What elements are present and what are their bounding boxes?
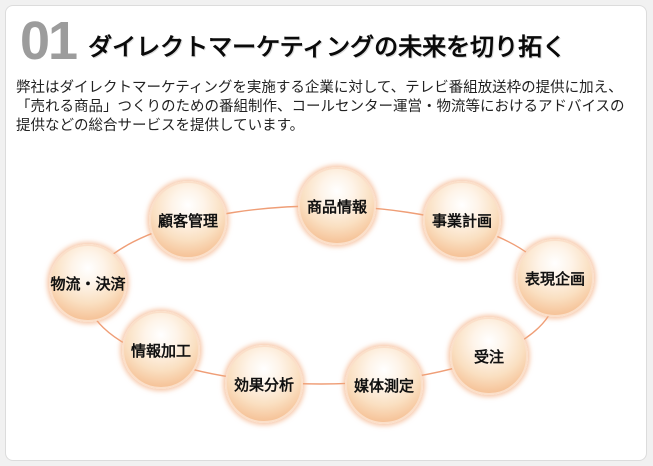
paragraph-line: 「売れる商品」つくりのための番組制作、コールセンター運営・物流等におけるアドバイ… — [16, 99, 625, 115]
node-label: 事業計画 — [431, 212, 492, 230]
diagram-node-order-receipt: 受注 — [450, 317, 528, 395]
node-label: 商品情報 — [306, 198, 367, 216]
diagram-node-information-processing: 情報加工 — [122, 311, 200, 389]
intro-paragraph: 弊社はダイレクトマーケティングを実施する企業に対して、テレビ番組放送枠の提供に加… — [16, 79, 644, 136]
node-label: 顧客管理 — [157, 212, 218, 230]
diagram-node-customer-management: 顧客管理 — [149, 181, 227, 259]
node-label: 情報加工 — [130, 342, 191, 360]
diagram-node-effect-analysis: 効果分析 — [225, 345, 303, 423]
diagram-node-business-plan: 事業計画 — [423, 181, 501, 259]
section-header: 01 ダイレクトマーケティングの未来を切り拓く — [20, 11, 567, 71]
diagram-node-product-info: 商品情報 — [298, 167, 376, 245]
paragraph-line: 弊社はダイレクトマーケティングを実施する企業に対して、テレビ番組放送枠の提供に加… — [16, 80, 623, 96]
diagram-node-expression-planning: 表現企画 — [516, 239, 594, 317]
node-label: 表現企画 — [524, 270, 585, 288]
page-title: ダイレクトマーケティングの未来を切り拓く — [88, 33, 567, 61]
node-label: 物流・決済 — [50, 275, 126, 293]
section-number: 01 — [20, 11, 78, 71]
diagram-node-media-measurement: 媒体測定 — [345, 346, 423, 424]
node-label: 効果分析 — [233, 376, 294, 394]
node-label: 媒体測定 — [353, 377, 414, 395]
node-label: 受注 — [473, 348, 504, 366]
paragraph-line: 提供などの総合サービスを提供しています。 — [16, 118, 305, 134]
diagram-node-logistics-payment: 物流・決済 — [49, 244, 127, 322]
